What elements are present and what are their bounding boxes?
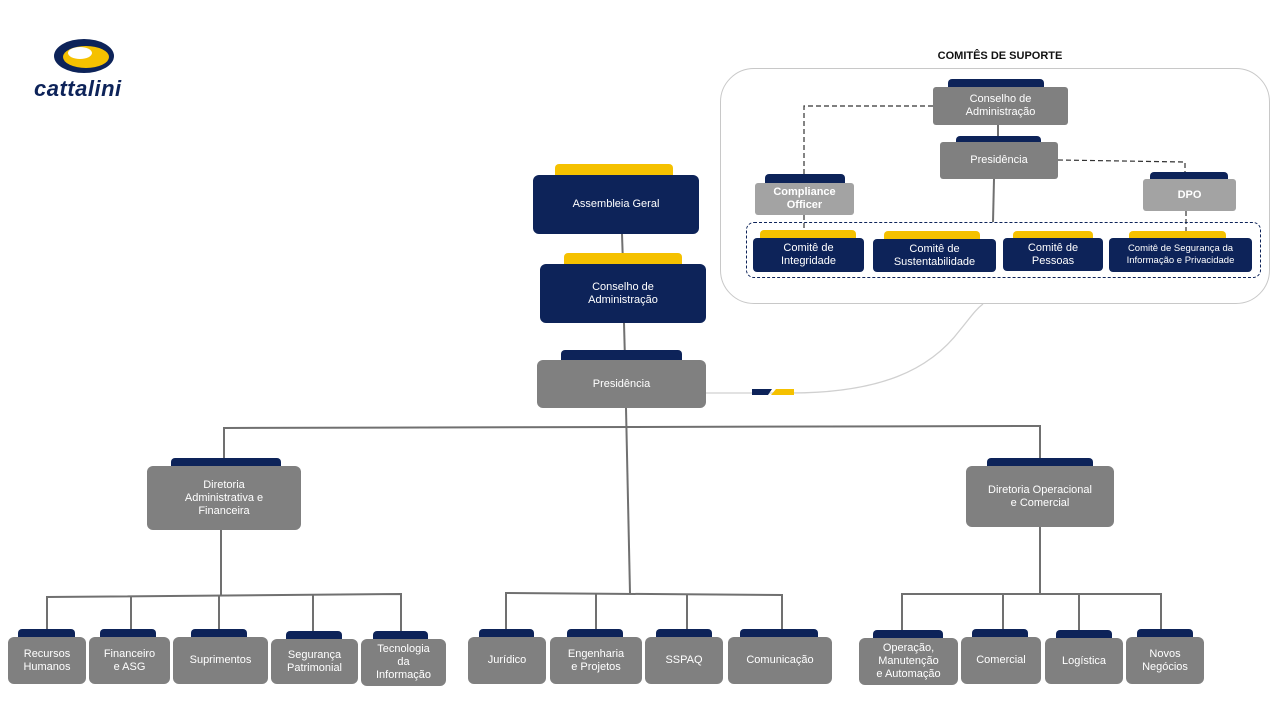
- dept-sspaq: SSPAQ: [645, 637, 723, 684]
- tab-accent: [567, 629, 623, 639]
- tab-accent: [972, 629, 1028, 639]
- dept-operacao-manutencao: Operação, Manutenção e Automação: [859, 638, 958, 685]
- dept-novos-negocios: Novos Negócios: [1126, 637, 1204, 684]
- tab-accent: [555, 164, 673, 176]
- support-conselho-box: Conselho de Administração: [933, 87, 1068, 125]
- dept-recursos-humanos: Recursos Humanos: [8, 637, 86, 684]
- tab-accent: [1013, 231, 1093, 240]
- tab-accent: [987, 458, 1093, 468]
- comite-seguranca-informacao-box: Comitê de Segurança da Informação e Priv…: [1109, 238, 1252, 272]
- dpo-box: DPO: [1143, 179, 1236, 211]
- tab-accent: [656, 629, 712, 639]
- dept-suprimentos: Suprimentos: [173, 637, 268, 684]
- tab-accent: [479, 629, 534, 639]
- tab-accent: [765, 174, 845, 184]
- tab-accent: [740, 629, 818, 639]
- tab-accent: [1150, 172, 1228, 181]
- tab-accent: [564, 253, 682, 265]
- dept-seguranca-patrimonial: Segurança Patrimonial: [271, 639, 358, 684]
- tab-accent: [884, 231, 980, 241]
- tab-accent: [1137, 629, 1193, 639]
- tab-accent: [873, 630, 943, 640]
- dept-tecnologia-informacao: Tecnologia da Informação: [361, 639, 446, 686]
- dept-comercial: Comercial: [961, 637, 1041, 684]
- tab-accent: [373, 631, 428, 641]
- dept-logistica: Logística: [1045, 638, 1123, 684]
- tab-accent: [760, 230, 856, 240]
- tab-accent: [561, 350, 682, 361]
- tab-accent: [1129, 231, 1226, 240]
- support-committees-title: COMITÊS DE SUPORTE: [937, 50, 1063, 62]
- comite-sustentabilidade-box: Comitê de Sustentabilidade: [873, 239, 996, 272]
- tab-accent: [18, 629, 75, 639]
- assembleia-geral-box: Assembleia Geral: [533, 175, 699, 234]
- tab-accent: [956, 136, 1041, 144]
- support-presidencia-box: Presidência: [940, 142, 1058, 179]
- tab-accent: [948, 79, 1044, 88]
- comite-pessoas-box: Comitê de Pessoas: [1003, 238, 1103, 271]
- cattalini-logo-icon: [54, 39, 114, 73]
- tab-accent: [191, 629, 247, 639]
- committees-dashed-frame: [746, 222, 1261, 278]
- diretoria-oper-com-box: Diretoria Operacional e Comercial: [966, 466, 1114, 527]
- tab-accent: [171, 458, 281, 468]
- comite-integridade-box: Comitê de Integridade: [753, 238, 864, 272]
- conselho-administracao-box: Conselho de Administração: [540, 264, 706, 323]
- support-committees-frame: [720, 68, 1270, 304]
- dept-juridico: Jurídico: [468, 637, 546, 684]
- dept-financeiro-asg: Financeiro e ASG: [89, 637, 170, 684]
- dept-comunicacao: Comunicação: [728, 637, 832, 684]
- logo-text: cattalini: [34, 76, 122, 101]
- dept-engenharia-projetos: Engenharia e Projetos: [550, 637, 642, 684]
- tab-accent: [100, 629, 156, 639]
- tab-accent: [1056, 630, 1112, 640]
- presidencia-box: Presidência: [537, 360, 706, 408]
- diretoria-adm-fin-box: Diretoria Administrativa e Financeira: [147, 466, 301, 530]
- compliance-officer-box: Compliance Officer: [755, 183, 854, 215]
- tab-accent: [286, 631, 342, 641]
